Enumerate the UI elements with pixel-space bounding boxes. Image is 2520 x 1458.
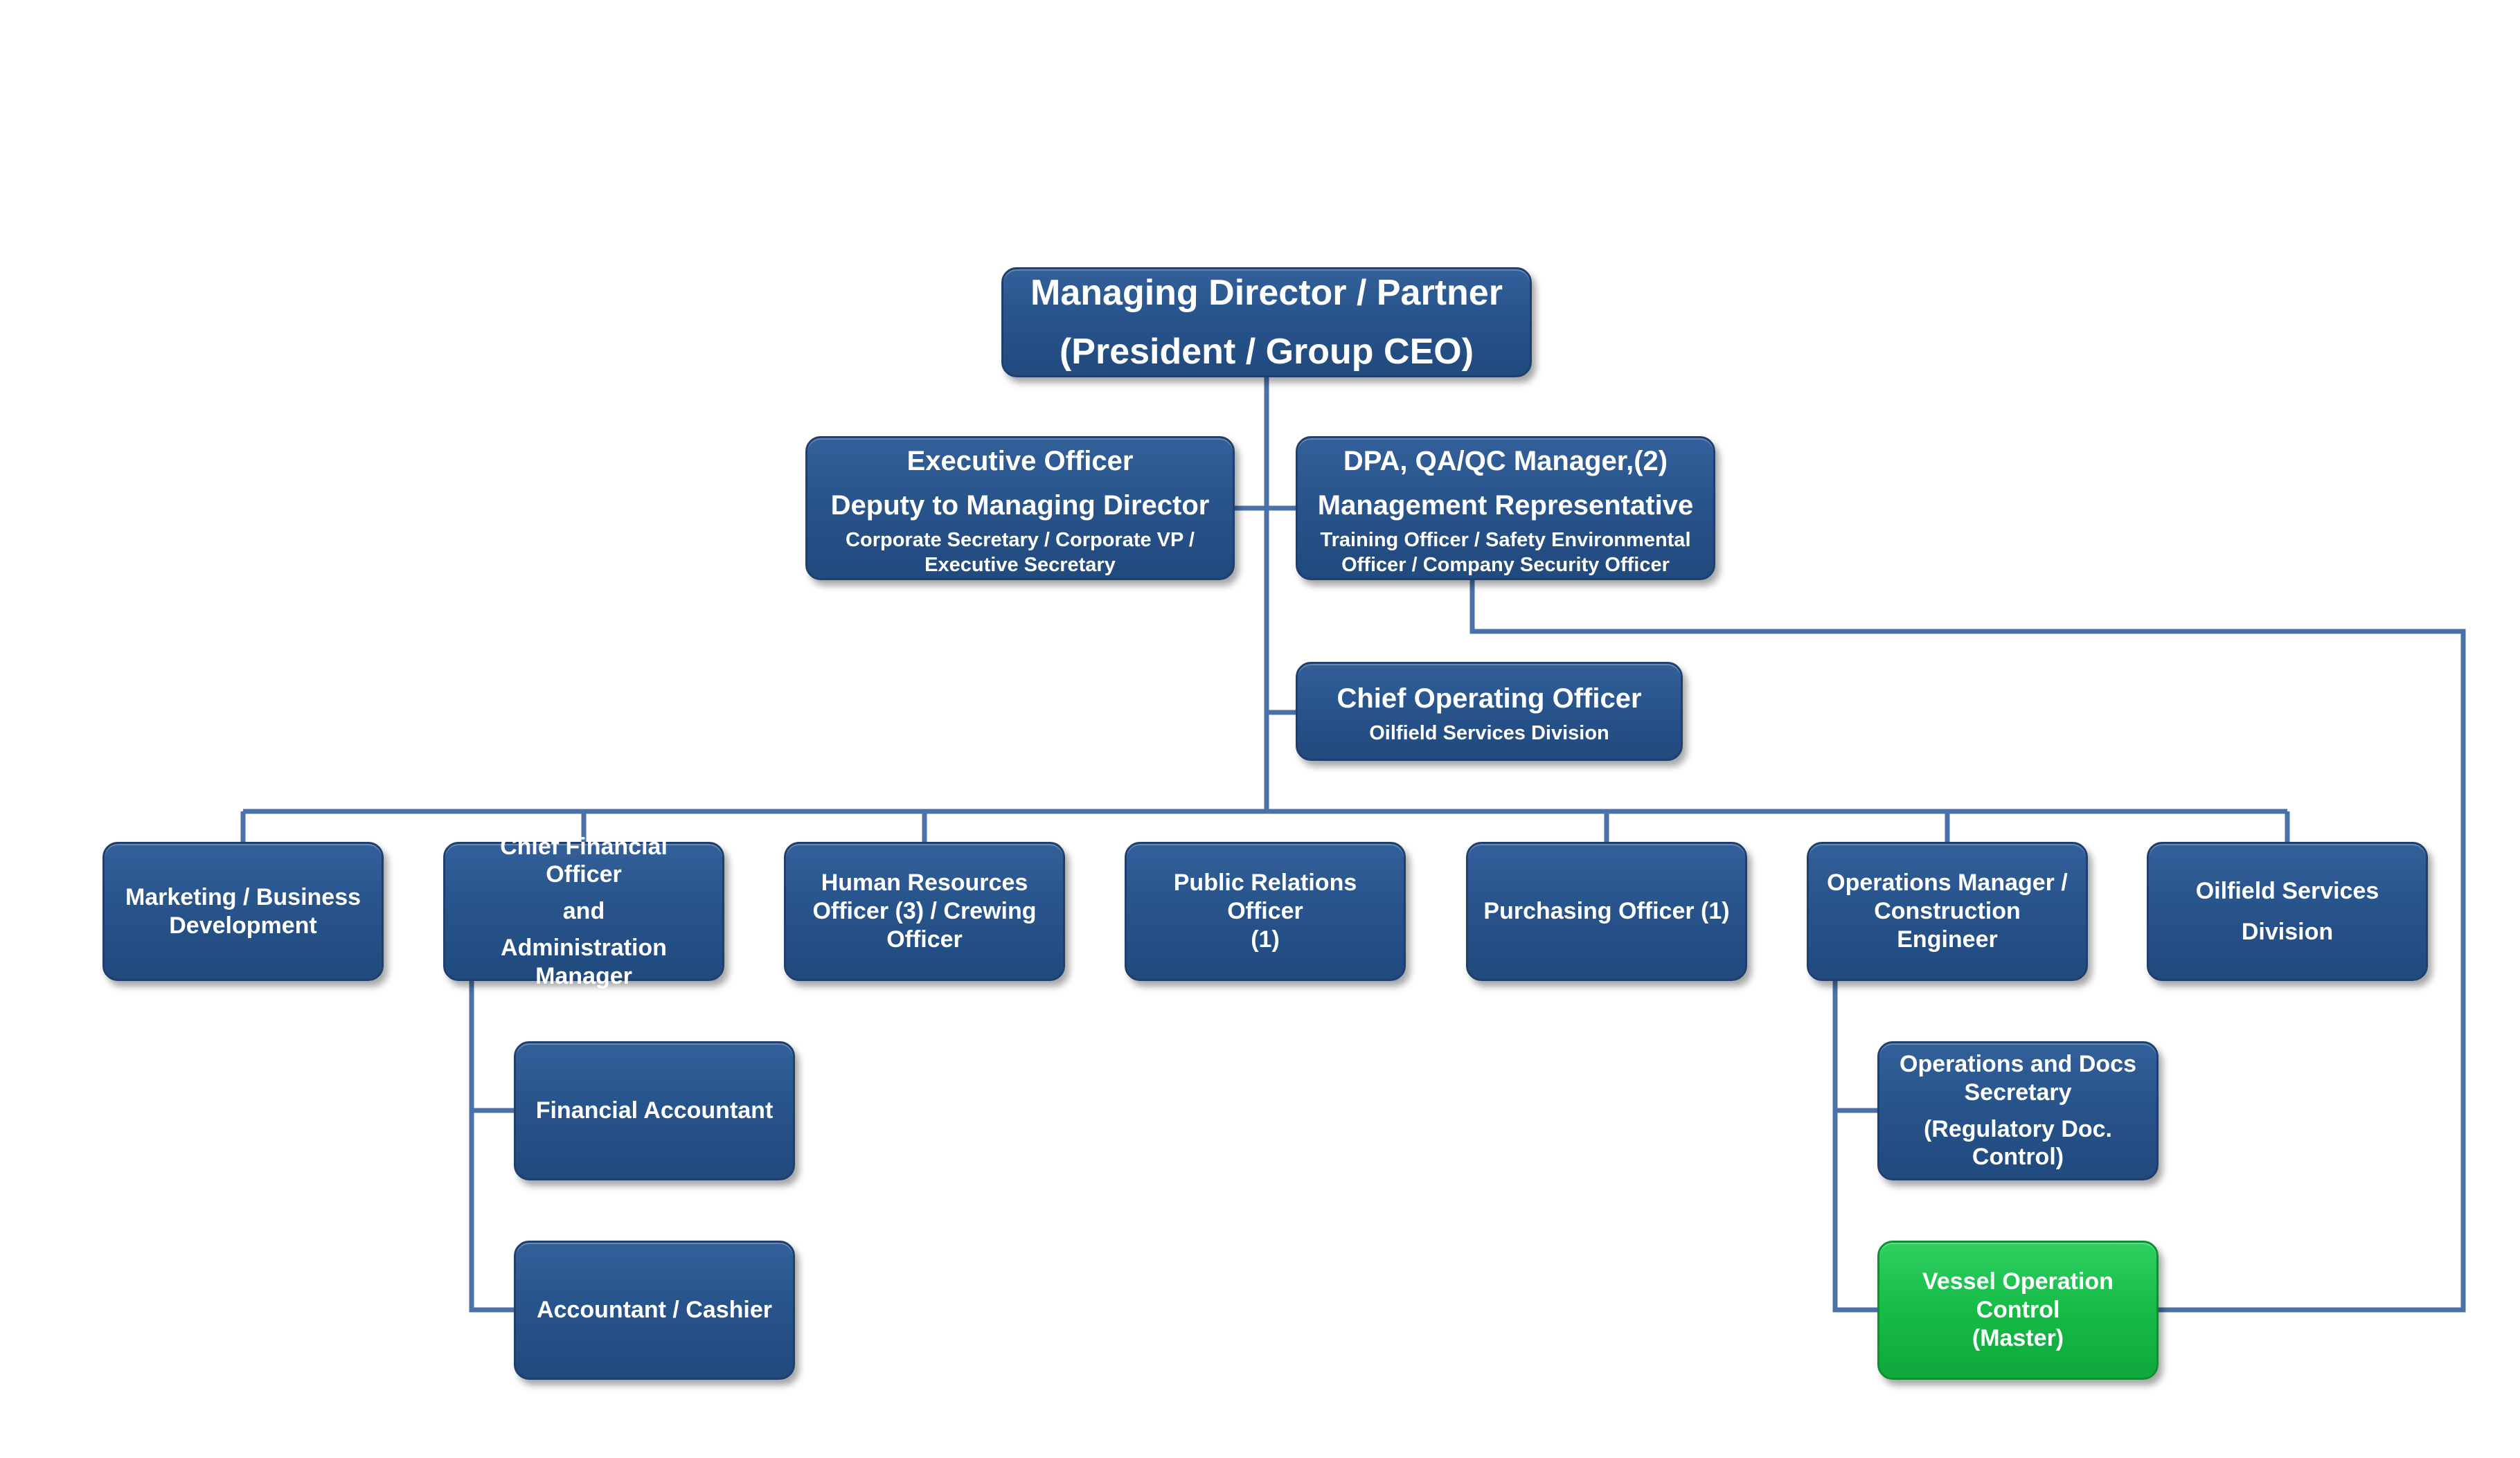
ops-manager-title-2: Construction Engineer: [1874, 898, 2021, 953]
executive-officer-box[interactable]: Executive Officer Deputy to Managing Dir…: [805, 436, 1235, 580]
executive-officer-role: Deputy to Managing Director: [830, 489, 1210, 521]
marketing-title-1: Marketing / Business: [125, 883, 361, 910]
purchasing-title: Purchasing Officer (1): [1483, 898, 1730, 925]
oilfield-box[interactable]: Oilfield Services Division: [2147, 842, 2428, 981]
dpa-manager-duties-2: Officer / Company Security Officer: [1341, 554, 1670, 576]
vessel-control-title-2: (Master): [1972, 1324, 2064, 1351]
ops-manager-title-1: Operations Manager /: [1827, 870, 2068, 897]
executive-officer-duties-2: Executive Secretary: [924, 554, 1116, 576]
accountant-cashier-box[interactable]: Accountant / Cashier: [514, 1241, 795, 1380]
connector-operations-branch: [1832, 981, 1879, 1313]
accountant-cashier-title: Accountant / Cashier: [536, 1297, 773, 1324]
cfo-box[interactable]: Chief Financial Officer and Administrati…: [443, 834, 724, 989]
cfo-title-3: Administration Manager: [501, 934, 667, 989]
dpa-manager-title: DPA, QA/QC Manager,(2): [1343, 445, 1668, 476]
ops-docs-title-1: Operations and Docs: [1900, 1050, 2136, 1077]
hr-box[interactable]: Human Resources Officer (3) / Crewing Of…: [784, 842, 1065, 981]
hr-title-3: Officer: [886, 926, 963, 953]
executive-officer-title: Executive Officer: [906, 445, 1134, 476]
vessel-control-box[interactable]: Vessel Operation Control (Master): [1877, 1241, 2159, 1380]
dpa-manager-duties-1: Training Officer / Safety Environmental: [1320, 528, 1691, 551]
financial-accountant-box[interactable]: Financial Accountant: [514, 1041, 795, 1180]
purchasing-box[interactable]: Purchasing Officer (1): [1466, 842, 1747, 981]
ops-docs-title-3: (Regulatory Doc.: [1923, 1115, 2113, 1142]
pr-title-1: Public Relations Officer: [1173, 870, 1357, 925]
pr-box[interactable]: Public Relations Officer (1): [1125, 842, 1406, 981]
managing-director-title: Managing Director / Partner: [1030, 273, 1503, 314]
cfo-title-2: and: [562, 898, 605, 925]
ops-docs-title-2: Secretary: [1964, 1079, 2072, 1106]
ops-docs-title-4: Control): [1972, 1144, 2064, 1171]
vessel-control-title-1: Vessel Operation Control: [1922, 1268, 2114, 1324]
pr-title-2: (1): [1251, 926, 1280, 953]
coo-division: Oilfield Services Division: [1369, 722, 1609, 745]
marketing-box[interactable]: Marketing / Business Development: [102, 842, 384, 981]
ops-docs-box[interactable]: Operations and Docs Secretary (Regulator…: [1877, 1041, 2159, 1180]
financial-accountant-title: Financial Accountant: [535, 1097, 774, 1124]
coo-box[interactable]: Chief Operating Officer Oilfield Service…: [1296, 662, 1683, 761]
executive-officer-duties-1: Corporate Secretary / Corporate VP /: [846, 528, 1195, 551]
marketing-title-2: Development: [169, 912, 317, 939]
dpa-manager-box[interactable]: DPA, QA/QC Manager,(2) Management Repres…: [1296, 436, 1715, 580]
cfo-title-1: Chief Financial Officer: [500, 833, 668, 888]
oilfield-title-2: Division: [2241, 918, 2334, 945]
managing-director-box[interactable]: Managing Director / Partner (President /…: [1001, 267, 1532, 377]
dpa-manager-role: Management Representative: [1317, 489, 1694, 521]
hr-title-2: Officer (3) / Crewing: [812, 898, 1037, 925]
connector-finance-branch: [469, 981, 517, 1313]
coo-title: Chief Operating Officer: [1337, 683, 1642, 714]
oilfield-title-1: Oilfield Services: [2195, 877, 2379, 904]
ops-manager-box[interactable]: Operations Manager / Construction Engine…: [1807, 842, 2088, 981]
managing-director-subtitle: (President / Group CEO): [1059, 331, 1474, 372]
hr-title-1: Human Resources: [821, 870, 1028, 897]
connector-dpa-to-vessel: [1469, 580, 2466, 1313]
